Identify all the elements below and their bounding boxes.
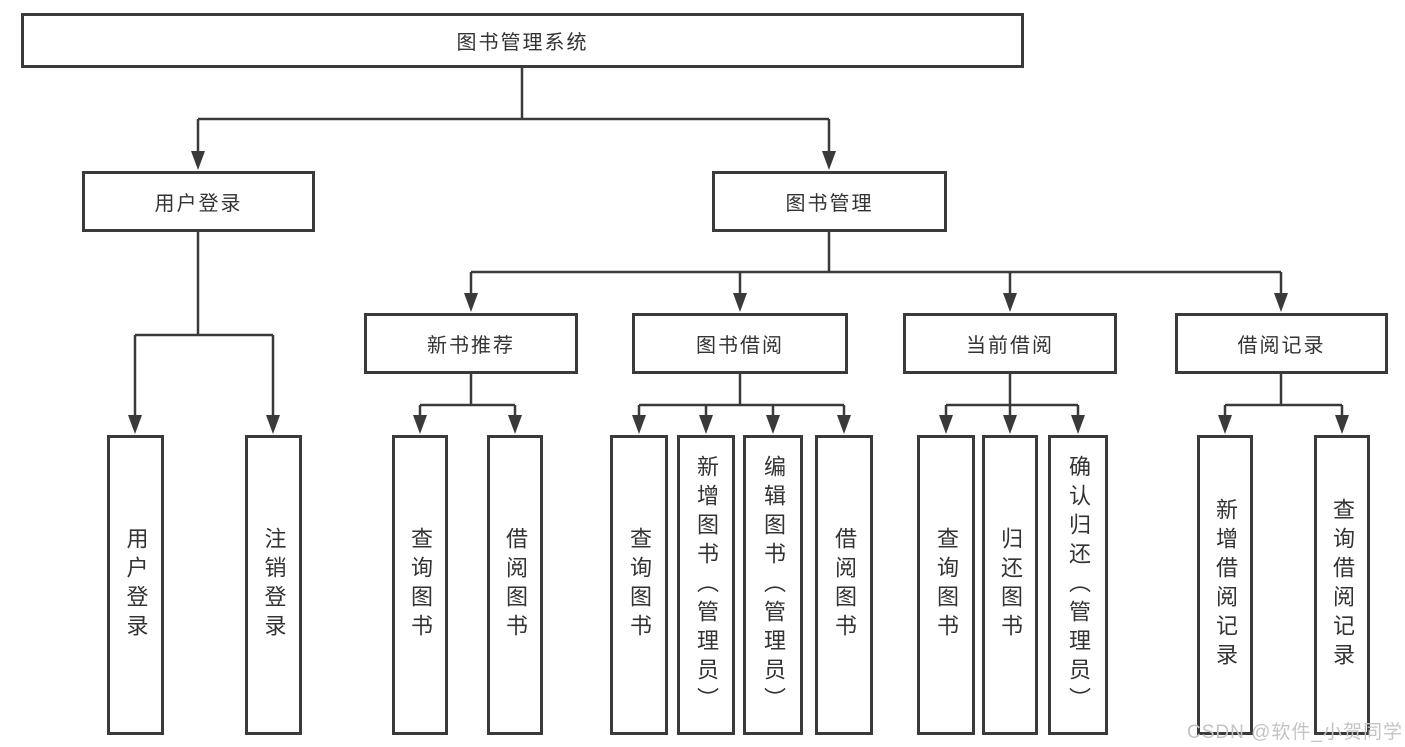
leaf-nb-borrow-books: 借阅图书: [487, 435, 543, 735]
node-book-management: 图书管理: [712, 171, 947, 232]
leaf-user-login: 用户登录: [107, 435, 164, 735]
node-current-borrowing: 当前借阅: [903, 313, 1117, 374]
leaf-bb-add-books-admin: 新增图书（管理员）: [677, 435, 735, 735]
node-book-borrowing: 图书借阅: [632, 313, 848, 374]
watermark: CSDN @软件_小贺同学: [1187, 722, 1403, 743]
leaf-bb-edit-books-admin: 编辑图书（管理员）: [743, 435, 803, 735]
leaf-bb-query-books: 查询图书: [610, 435, 668, 735]
leaf-nb-query-books: 查询图书: [392, 435, 448, 735]
node-borrowing-records: 借阅记录: [1175, 313, 1388, 374]
leaf-cb-confirm-return-admin: 确认归还（管理员）: [1048, 435, 1108, 735]
leaf-logout: 注销登录: [245, 435, 302, 735]
node-new-book-recommend: 新书推荐: [364, 313, 578, 374]
leaf-cb-query-books: 查询图书: [917, 435, 975, 735]
leaf-cb-return-books: 归还图书: [982, 435, 1038, 735]
node-user-login: 用户登录: [82, 171, 315, 232]
leaf-br-add-record: 新增借阅记录: [1197, 435, 1253, 735]
leaf-bb-borrow-books: 借阅图书: [815, 435, 873, 735]
arrowhead-icons: [128, 151, 1349, 434]
leaf-br-query-record: 查询借阅记录: [1314, 435, 1370, 735]
node-root: 图书管理系统: [21, 13, 1024, 68]
tree-edges: [133, 68, 1344, 416]
